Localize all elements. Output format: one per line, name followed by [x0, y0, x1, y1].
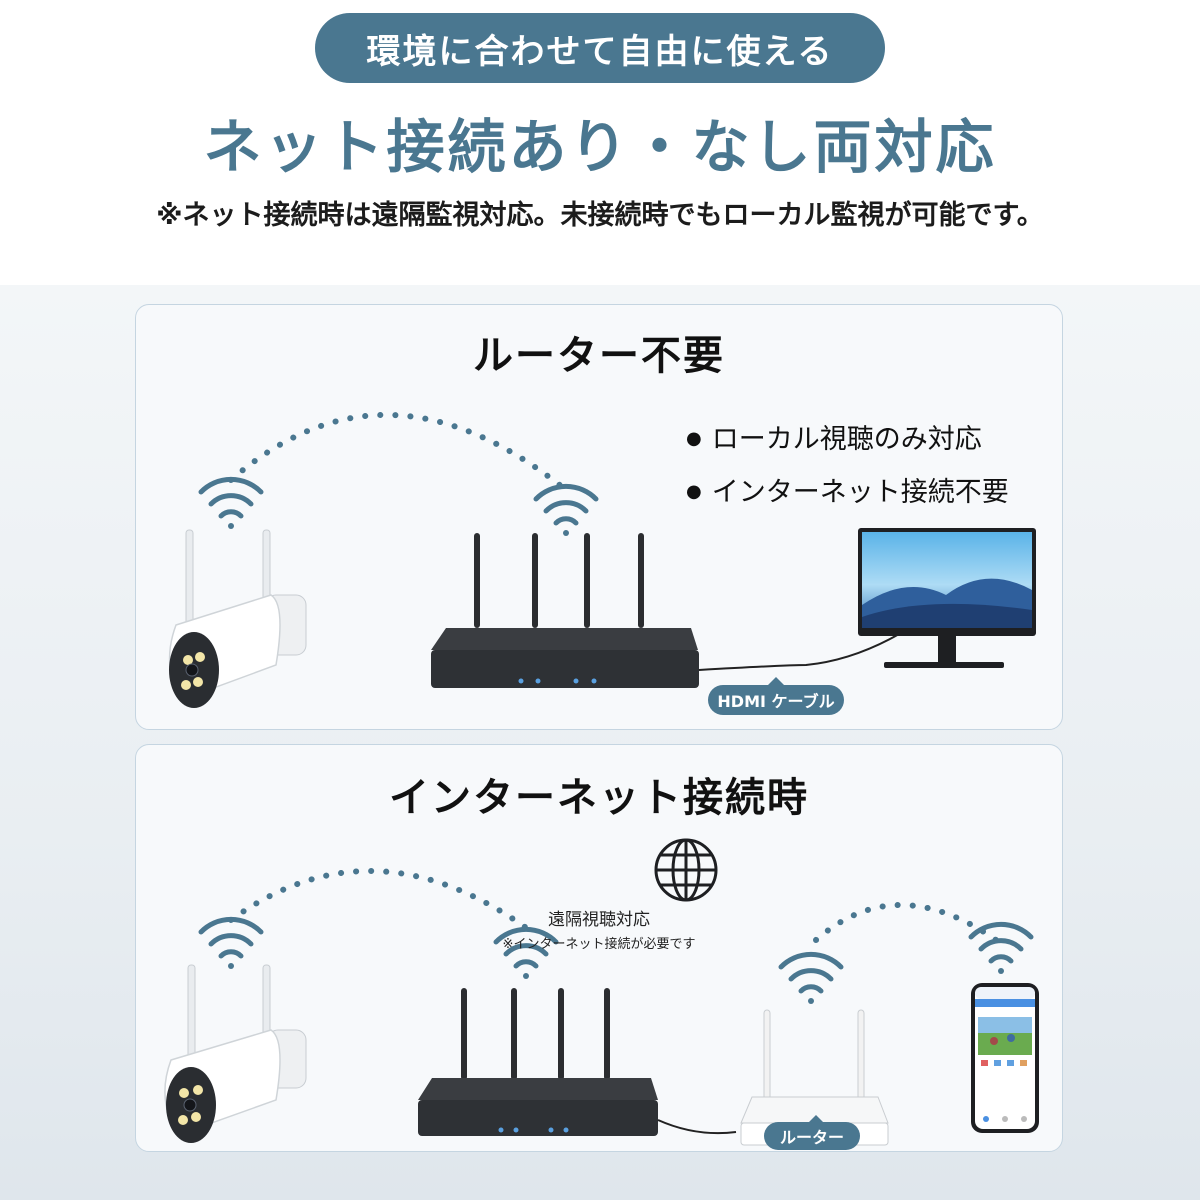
router-label: ルーター [764, 1122, 860, 1150]
connection-arc [228, 868, 539, 938]
bullet-item: ●インターネット接続不要 [686, 477, 1009, 508]
nvr-icon [431, 533, 699, 688]
hdmi-cable-label: HDMI ケーブル [708, 685, 844, 715]
header-pill: 環境に合わせて自由に使える [315, 13, 885, 83]
panel-online-title: インターネット接続時 [389, 775, 809, 821]
camera-icon [168, 529, 307, 708]
headline: ネット接続あり・なし両対応 [203, 113, 997, 181]
offline-illustration [168, 411, 1036, 708]
wifi-icon [778, 951, 844, 1004]
remote-viewing-label: 遠隔視聴対応 [548, 910, 650, 930]
monitor-icon [858, 528, 1036, 668]
nvr-icon [418, 988, 658, 1136]
panel-online: インターネット接続時 [135, 744, 1063, 1152]
offline-bullets: ●ローカル視聴のみ対応 ●インターネット接続不要 [686, 417, 1009, 523]
wifi-icon [533, 483, 599, 536]
globe-icon [654, 838, 718, 902]
wifi-icon [198, 916, 264, 969]
camera-icon [164, 964, 307, 1143]
panel-offline-title: ルーター不要 [473, 333, 725, 379]
wifi-icon [968, 921, 1034, 974]
wifi-icon [493, 926, 559, 979]
header-note: ※ネット接続時は遠隔監視対応。未接続時でもローカル監視が可能です。 [156, 200, 1044, 231]
phone-icon [971, 983, 1039, 1133]
connection-arc [813, 902, 999, 943]
wifi-icon [198, 476, 264, 529]
connection-arc [228, 411, 569, 493]
remote-viewing-note: ※インターネット接続が必要です [502, 937, 696, 952]
panel-offline: ルーター不要 ●ローカル視聴のみ対応 ●インターネット接続不要 [135, 304, 1063, 730]
bullet-item: ●ローカル視聴のみ対応 [686, 424, 982, 455]
